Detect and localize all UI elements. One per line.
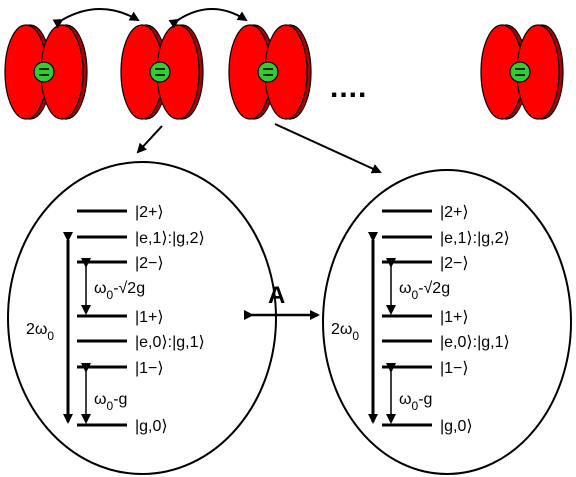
level-panel-right-outline xyxy=(322,169,572,475)
energy-level-label: |e,1⟩:|g,2⟩ xyxy=(135,230,205,247)
atom xyxy=(149,61,171,83)
label-w0-g: ω0-g xyxy=(94,391,127,413)
energy-level-label: |g,0⟩ xyxy=(440,418,473,435)
energy-level-label: |e,0⟩:|g,1⟩ xyxy=(135,334,205,351)
zoom-arrow-left xyxy=(136,125,163,154)
energy-level-label: |2+⟩ xyxy=(440,204,469,221)
energy-level-label: |2+⟩ xyxy=(135,204,164,221)
coupling-label: A xyxy=(268,282,285,309)
hopping-arrow-1-2 xyxy=(52,8,140,29)
level-diagram-left: |2+⟩ |e,1⟩:|g,2⟩ |2−⟩ |1+⟩ |e,0⟩:|g,1⟩ |1−⟩ |g… xyxy=(26,204,205,435)
zoom-arrow-right xyxy=(274,123,382,174)
energy-level-label: |1+⟩ xyxy=(135,309,164,326)
energy-level-label: |e,0⟩:|g,1⟩ xyxy=(440,334,510,351)
label-2w0: 2ω0 xyxy=(26,321,54,343)
label-w0-sqrt2g: ω0-√2g xyxy=(399,280,450,302)
hopping-arrow-2-3 xyxy=(168,8,248,29)
energy-level-label: |1−⟩ xyxy=(440,360,469,377)
atom xyxy=(257,61,279,83)
label-w0-sqrt2g: ω0-√2g xyxy=(94,280,145,302)
energy-level-label: |2−⟩ xyxy=(440,255,469,272)
cavity-2 xyxy=(120,24,204,120)
energy-level-label: |1−⟩ xyxy=(135,360,164,377)
ellipsis-label: .... xyxy=(330,71,367,104)
atom xyxy=(509,61,531,83)
level-diagram-right: |2+⟩ |e,1⟩:|g,2⟩ |2−⟩ |1+⟩ |e,0⟩:|g,1⟩ |1−⟩ |g… xyxy=(331,204,510,435)
energy-level-label: |2−⟩ xyxy=(135,255,164,272)
cavity-4 xyxy=(480,24,564,120)
atom xyxy=(33,61,55,83)
cavity-3 xyxy=(228,24,312,120)
label-2w0: 2ω0 xyxy=(331,321,359,343)
energy-level-label: |1+⟩ xyxy=(440,309,469,326)
cavity-1 xyxy=(4,24,88,120)
energy-level-label: |g,0⟩ xyxy=(135,418,168,435)
label-w0-g: ω0-g xyxy=(399,391,432,413)
energy-level-label: |e,1⟩:|g,2⟩ xyxy=(440,230,510,247)
cavity-row xyxy=(4,24,564,120)
